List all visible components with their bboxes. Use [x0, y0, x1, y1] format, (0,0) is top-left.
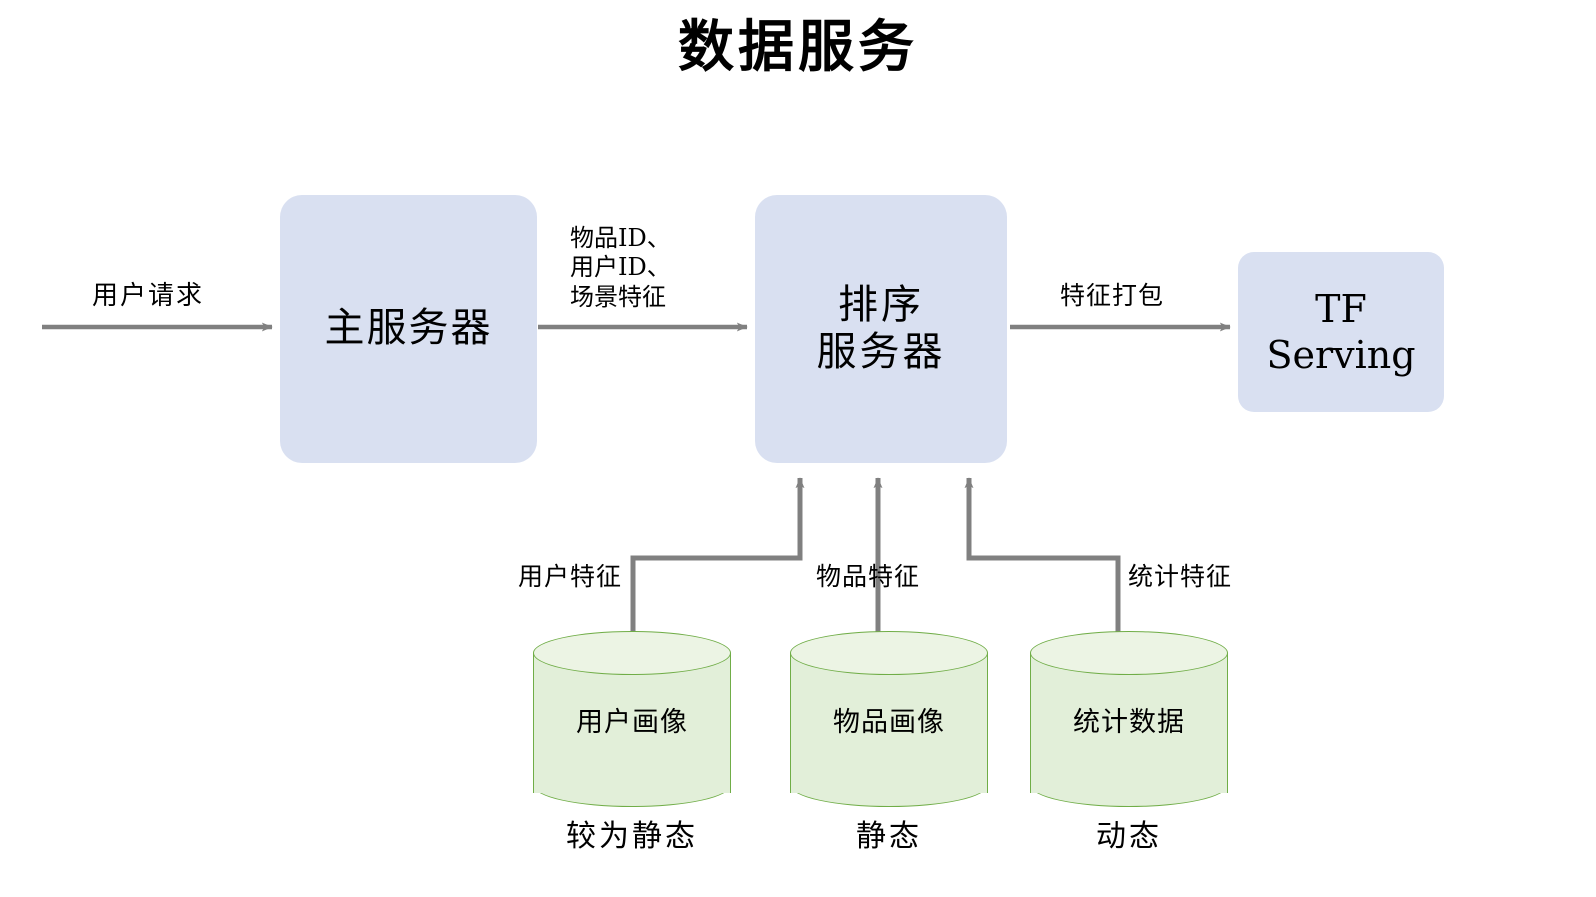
cylinder-body	[1030, 653, 1228, 793]
node-user-profile-store[interactable]: 用户画像	[533, 631, 733, 810]
caption-stat-data-store: 动态	[1096, 819, 1162, 854]
cylinder-body	[790, 653, 988, 793]
edge-stat-feature	[964, 477, 1121, 648]
node-tf-serving[interactable]: TF Serving	[1238, 252, 1444, 412]
edge-user-feature	[630, 477, 805, 648]
edge-label-feature-package: 特征打包	[1060, 281, 1165, 310]
node-stat-data-store-label: 统计数据	[1073, 707, 1185, 738]
edge-label-stat-feature: 统计特征	[1128, 562, 1233, 591]
node-main-server[interactable]: 主服务器	[280, 195, 537, 463]
node-item-profile-store-label: 物品画像	[833, 707, 945, 738]
node-main-server-label: 主服务器	[324, 305, 493, 352]
node-item-profile-store[interactable]: 物品画像	[790, 631, 990, 810]
edge-label-user-feature: 用户特征	[518, 562, 623, 591]
edge-label-item-feature: 物品特征	[816, 562, 921, 591]
node-rank-server-label: 排序 服务器	[816, 281, 946, 375]
cylinder-top-ellipse	[790, 631, 988, 675]
page-title: 数据服务	[678, 14, 918, 80]
node-user-profile-store-label: 用户画像	[576, 707, 688, 738]
node-tf-serving-label: TF Serving	[1266, 286, 1416, 377]
cylinder-top-ellipse	[1030, 631, 1228, 675]
node-stat-data-store[interactable]: 统计数据	[1030, 631, 1230, 810]
node-rank-server[interactable]: 排序 服务器	[755, 195, 1007, 463]
cylinder-body	[533, 653, 731, 793]
edge-label-ids-and-scene: 物品ID、 用户ID、 场景特征	[570, 224, 671, 311]
caption-user-profile-store: 较为静态	[566, 819, 698, 854]
cylinder-top-ellipse	[533, 631, 731, 675]
caption-item-profile-store: 静态	[856, 819, 922, 854]
edge-label-user-request: 用户请求	[92, 281, 205, 311]
